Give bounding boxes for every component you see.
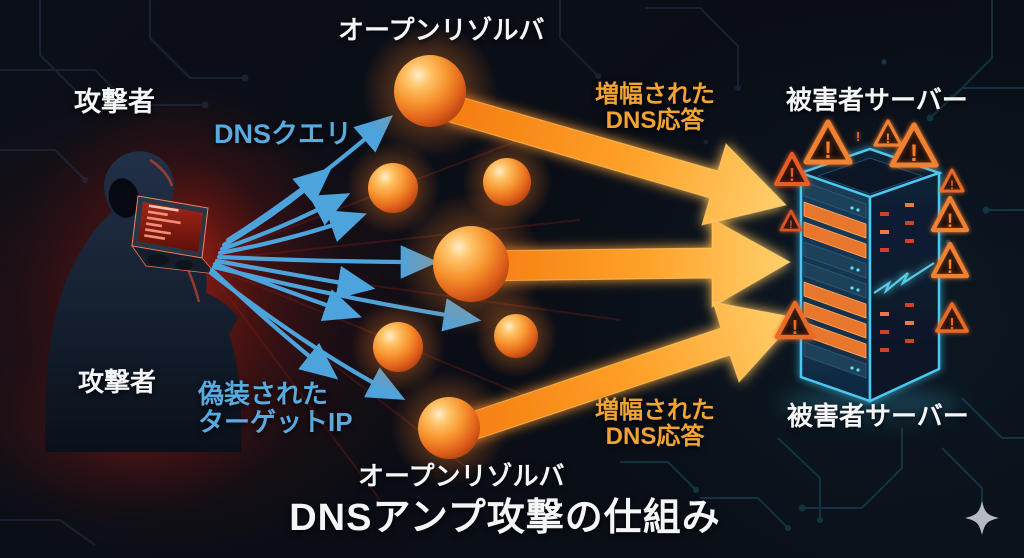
circuit-pattern (0, 0, 1024, 546)
victim-server-label-top: 被害者サーバー (786, 85, 968, 115)
blue-arrow (214, 258, 376, 300)
orange-arrow (445, 94, 787, 226)
resolver-sphere (346, 141, 440, 235)
attacker-label-bottom: 攻撃者 (78, 367, 157, 397)
sparkle-icon (965, 501, 999, 535)
laptop-icon (131, 195, 217, 275)
laptop-screen (138, 202, 203, 252)
svg-text:!: ! (824, 137, 832, 164)
attacker-hand (147, 254, 169, 266)
attacker-face (108, 178, 140, 218)
server-rack-units (803, 181, 867, 379)
warning-icon: ! (939, 168, 965, 193)
warning-icon: ! (856, 129, 860, 144)
warning-icon: ! (803, 119, 853, 165)
page-title: DNSアンプ攻撃の仕組み (289, 497, 721, 539)
laptop-code-lines (144, 204, 181, 240)
warning-icons: ! ! ! ! ! ! ! ! (774, 119, 970, 340)
warning-icon: ! (774, 300, 816, 340)
warning-icon: ! (774, 152, 810, 186)
warning-icon: ! (935, 302, 969, 333)
server-right-face (868, 171, 941, 403)
victim-server-icon (780, 147, 960, 420)
blue-arrow (217, 210, 367, 256)
open-resolver-label-top: オープンリゾルバ (338, 15, 545, 45)
svg-text:!: ! (886, 130, 891, 146)
resolver-sphere (362, 23, 498, 159)
server-led-lights (873, 203, 935, 352)
blue-arrow (221, 167, 332, 248)
svg-text:!: ! (950, 178, 954, 192)
svg-text:!: ! (910, 140, 918, 167)
svg-text:!: ! (792, 317, 799, 339)
svg-text:!: ! (789, 165, 795, 185)
dns-query-label: DNSクエリ (214, 119, 353, 149)
warning-icon: ! (873, 119, 903, 147)
attacker-label-top: 攻撃者 (74, 87, 155, 117)
resolver-sphere (391, 370, 507, 486)
attacker-hand (175, 260, 193, 270)
open-resolver-spheres (346, 23, 558, 486)
open-resolver-label-bottom: オープンリゾルバ (358, 461, 565, 491)
amplified-response-label-bottom: 増幅された DNS応答 (595, 397, 715, 450)
amplified-response-label-top: 増幅された DNS応答 (595, 81, 715, 134)
warning-icon: ! (779, 209, 803, 232)
svg-text:!: ! (947, 257, 953, 278)
attacker-cloak (45, 151, 242, 453)
spoofed-target-ip-label: 偽装された ターゲットIP (198, 379, 353, 438)
warning-icon: ! (930, 195, 970, 233)
svg-text:!: ! (856, 129, 860, 144)
resolver-sphere (351, 300, 445, 394)
victim-server-label-bottom: 被害者サーバー (787, 401, 969, 431)
svg-text:!: ! (947, 211, 953, 232)
svg-text:!: ! (789, 219, 793, 231)
server-cyan-streak (873, 262, 935, 295)
warning-icon: ! (889, 122, 939, 168)
svg-text:!: ! (949, 316, 954, 333)
blue-arrow (219, 193, 351, 252)
attacker-icon (45, 151, 242, 453)
resolver-sphere (474, 294, 558, 378)
warning-icon: ! (930, 241, 970, 279)
